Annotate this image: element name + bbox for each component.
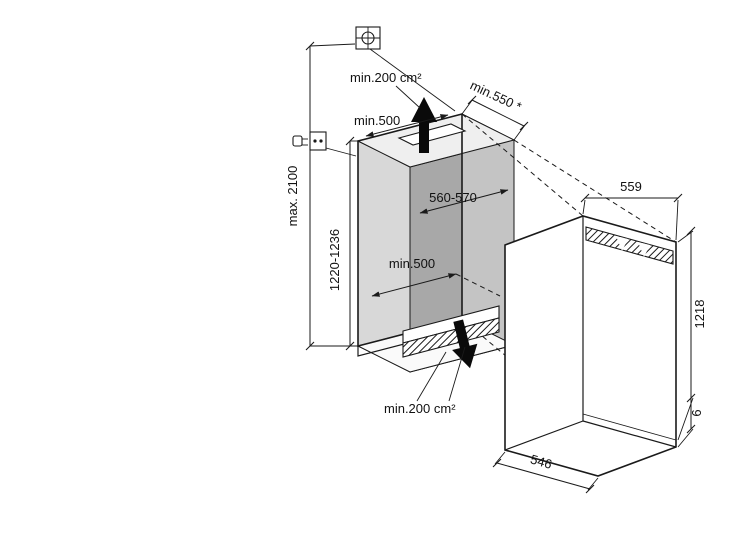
grille-notch-1 [616, 236, 628, 251]
appliance-bottom-left-edge [504, 420, 584, 451]
dim-top-vent-width: min.500 [354, 113, 449, 137]
label-top-vent-width: min.500 [354, 113, 400, 128]
plug-socket-icon [292, 131, 357, 157]
appliance-top-grille [585, 226, 674, 265]
bottom-vent-grille [402, 317, 500, 358]
dim-niche-height: 1220-1236 [327, 136, 360, 351]
label-niche-depth: min.550 * [468, 78, 524, 115]
label-bottom-vent-area: min.200 cm² [384, 401, 456, 416]
label-appliance-height: 1218 [692, 300, 707, 329]
label-ceiling-height: max. 2100 [285, 166, 300, 227]
dim-appliance-depth: 546 [492, 451, 599, 494]
label-niche-height: 1220-1236 [327, 229, 342, 291]
dim-appliance-height: 1218 6 [677, 226, 707, 448]
label-niche-width: 560-570 [429, 190, 477, 205]
label-appliance-width: 559 [620, 179, 642, 194]
dim-bottom-clearance: min.500 [371, 256, 457, 297]
dim-appliance-width: 559 [580, 179, 683, 241]
dim-bottom-vent-area: min.200 cm² [384, 346, 466, 416]
appliance-door-bottom-line [582, 413, 677, 441]
label-top-vent-area: min.200 cm² [350, 70, 422, 85]
label-appliance-depth: 546 [529, 451, 554, 471]
niche-bottom-vent [402, 305, 500, 358]
dim-niche-width: 560-570 [419, 189, 509, 214]
dim-top-vent-area: min.200 cm² [350, 70, 422, 109]
airflow-down-arrow-icon [452, 319, 478, 369]
label-bottom-clearance: min.500 [389, 256, 435, 271]
mounting-point-icon [355, 26, 456, 112]
grille-notch-2 [638, 242, 650, 257]
label-bottom-gap: 6 [689, 409, 704, 416]
appliance [504, 215, 677, 477]
dim-ceiling-height: max. 2100 [285, 41, 358, 351]
appliance-bottom-right-edge [582, 420, 677, 448]
